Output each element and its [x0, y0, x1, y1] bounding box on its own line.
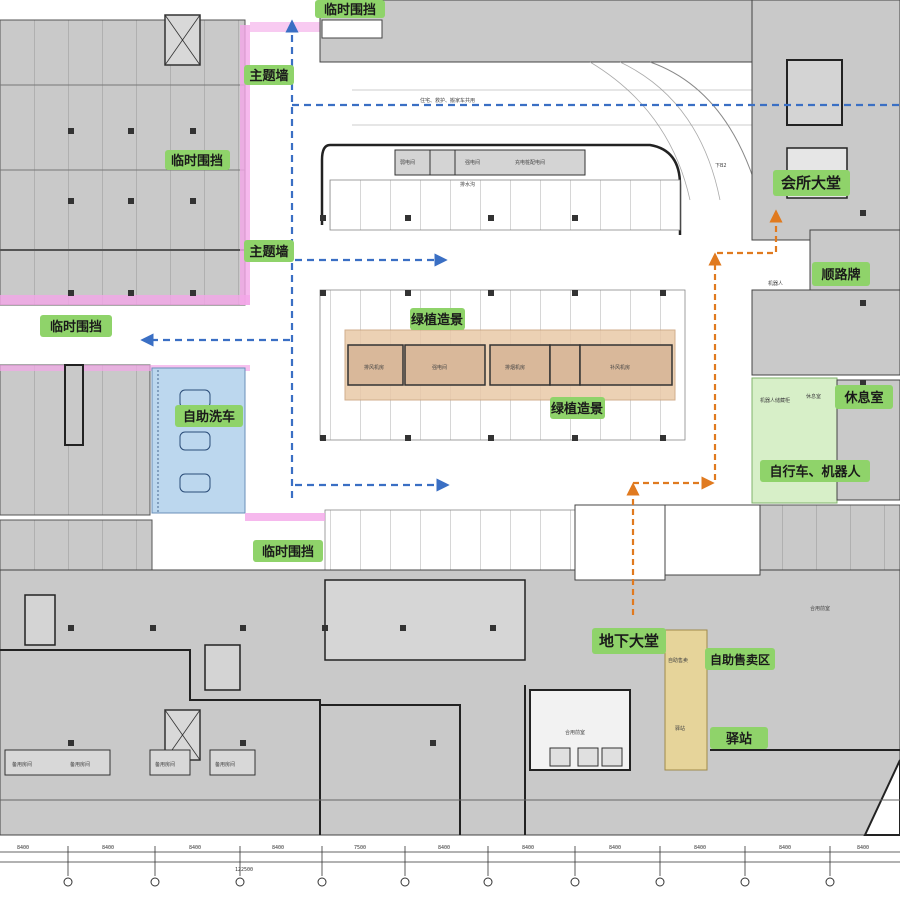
lift-hall-2: 合用前室: [810, 605, 830, 612]
svg-text:自行车、机器人: 自行车、机器人: [769, 464, 861, 480]
axis-grid-bubble: [483, 877, 493, 887]
temp-fence-strip-horizontal: [0, 295, 250, 305]
lower-building-block: [0, 504, 900, 836]
central-island: [319, 289, 686, 441]
ramp-label: 下B2: [715, 163, 727, 169]
vending-strip: [664, 629, 708, 771]
top-center-area: [319, 0, 761, 235]
svg-text:绿植造景: 绿植造景: [551, 401, 603, 417]
tag-bike-robot: 自行车、机器人: [760, 460, 870, 482]
svg-text:自助洗车: 自助洗车: [183, 409, 235, 425]
axis-dimension-label: 8400: [17, 845, 29, 851]
tag-theme-wall-1: 主题墙: [244, 65, 294, 85]
axis-dimension-label: 8400: [102, 845, 114, 851]
corridor-note: 住宅、救护、搬家车共用: [420, 97, 475, 104]
tag-underground-lobby: 地下大堂: [592, 628, 666, 654]
axis-grid-bubble: [63, 877, 73, 887]
rest-small: 休息室: [806, 393, 821, 400]
svg-text:临时围挡: 临时围挡: [262, 544, 314, 560]
axis-grid-bubble: [150, 877, 160, 887]
room-fan-2: 排烟机房: [505, 364, 525, 371]
tag-post-station: 驿站: [710, 727, 768, 749]
axis-dimension-label: 8400: [272, 845, 284, 851]
vehicle-route-arrows: [140, 19, 900, 498]
pedestrian-route-arrows: [626, 209, 783, 615]
temp-fence-strip-vertical: [240, 25, 250, 305]
dimension-axis: 8400 8400 8400 8400 7500 8400 8400 8400 8400 8400…: [0, 845, 900, 887]
spare-room-3: 备用房间: [155, 761, 175, 768]
robot-room: 机器人储藏柜: [760, 397, 790, 404]
svg-text:会所大堂: 会所大堂: [781, 174, 841, 192]
svg-text:绿植造景: 绿植造景: [411, 312, 463, 328]
svg-text:自助售卖区: 自助售卖区: [710, 652, 770, 667]
tag-vending-area: 自助售卖区: [705, 648, 775, 670]
zone-tags: 临时围挡 主题墙 临时围挡 主题墙 临时围挡 自助洗车 临时围挡 绿植造景: [40, 0, 893, 749]
room-drain: 排水沟: [460, 181, 475, 188]
parking-lower-center: [245, 509, 576, 571]
room-fan-3: 补风机房: [610, 364, 630, 371]
svg-text:驿站: 驿站: [726, 731, 752, 747]
tag-green-landscape-2: 绿植造景: [550, 397, 605, 419]
tag-club-lobby: 会所大堂: [773, 170, 850, 196]
room-charger: 充电桩配电间: [515, 159, 545, 166]
tag-theme-wall-2: 主题墙: [244, 240, 294, 262]
axis-grid-bubble: [655, 877, 665, 887]
car-wash-zone: [151, 367, 246, 514]
tag-rest-room: 休息室: [835, 385, 893, 409]
tag-temp-fence-lower: 临时围挡: [253, 540, 323, 562]
axis-grid-bubble: [570, 877, 580, 887]
room-labels: 排风机房 强电间 排烟机房 补风机房 弱电间 强电间 充电桩配电间 排水沟 下B…: [12, 97, 830, 768]
axis-dimension-label: 8400: [694, 845, 706, 851]
room-distribution: 强电间: [432, 364, 447, 371]
svg-text:主题墙: 主题墙: [249, 68, 288, 84]
tag-self-car-wash: 自助洗车: [175, 405, 243, 427]
tag-temp-fence-left-mid: 临时围挡: [165, 150, 230, 170]
tag-temp-fence-left-edge: 临时围挡: [40, 315, 112, 337]
axis-dimension-label: 7500: [354, 845, 366, 851]
axis-dimension-label: 8400: [857, 845, 869, 851]
svg-text:临时围挡: 临时围挡: [171, 153, 223, 169]
spare-room-4: 备用房间: [215, 761, 235, 768]
axis-total: 122500: [235, 867, 253, 873]
lift-hall-1: 合用前室: [565, 729, 585, 736]
spare-room-1: 备用房间: [12, 761, 32, 768]
bike-robot-zone: [751, 377, 838, 504]
svg-text:临时围挡: 临时围挡: [324, 2, 376, 18]
svg-text:临时围挡: 临时围挡: [50, 319, 102, 335]
vending-room: 自助售卖: [668, 657, 688, 664]
axis-dimension-label: 8400: [438, 845, 450, 851]
svg-text:顺路牌: 顺路牌: [821, 267, 860, 283]
svg-text:主题墙: 主题墙: [249, 244, 288, 260]
axis-grid-bubble: [235, 877, 245, 887]
axis-grid-bubble: [825, 877, 835, 887]
room-strong: 强电间: [465, 159, 480, 166]
tag-guide-sign: 顺路牌: [812, 262, 870, 286]
axis-grid-bubble: [317, 877, 327, 887]
spare-room-2: 备用房间: [70, 761, 90, 768]
tag-temp-fence-top: 临时围挡: [315, 0, 385, 18]
parking-block-left-middle: [0, 364, 250, 516]
tag-green-landscape-1: 绿植造景: [410, 308, 465, 330]
axis-dimension-label: 8400: [779, 845, 791, 851]
post-room: 驿站: [675, 725, 685, 732]
room-weak: 弱电间: [400, 159, 415, 166]
axis-grid-bubble: [740, 877, 750, 887]
svg-text:休息室: 休息室: [843, 390, 883, 406]
axis-dimension-label: 8400: [609, 845, 621, 851]
bike-room: 机器人: [768, 280, 783, 287]
room-fan: 排风机房: [364, 364, 384, 371]
svg-text:地下大堂: 地下大堂: [599, 632, 659, 650]
equipment-room-row: [394, 149, 586, 176]
axis-grid-bubble: [400, 877, 410, 887]
axis-dimension-label: 8400: [189, 845, 201, 851]
axis-dimension-label: 8400: [522, 845, 534, 851]
structural-columns: [68, 128, 866, 746]
